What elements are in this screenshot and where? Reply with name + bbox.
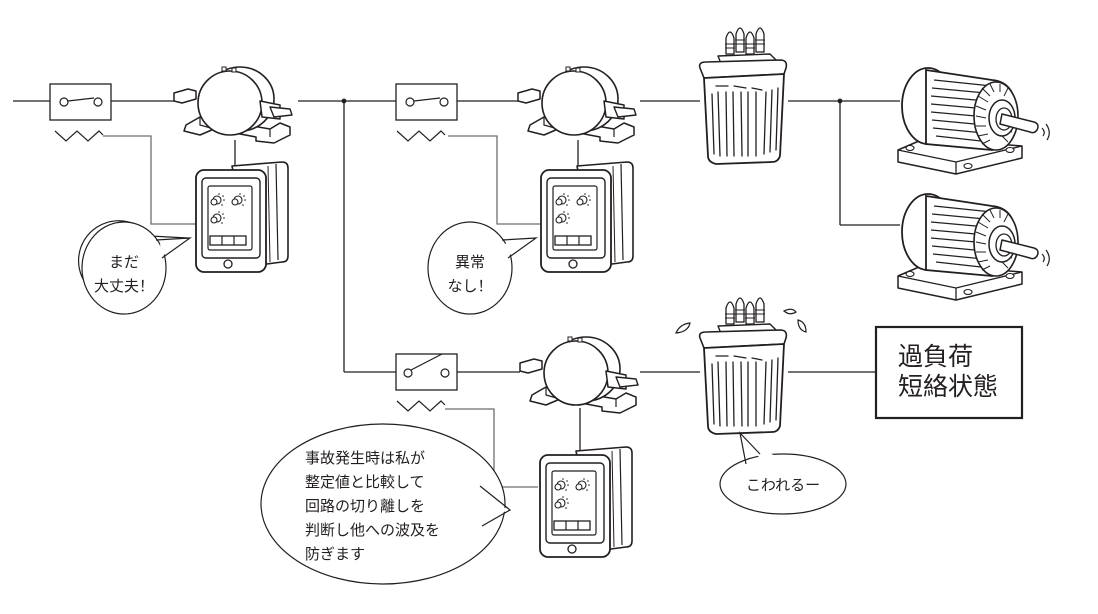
main-wiring (13, 98, 900, 452)
protective-relay-3 (539, 446, 633, 558)
junction-dot (837, 98, 843, 104)
bubble-text-line: 判断し他への波及を (305, 521, 440, 539)
bubble-text-line: 回路の切り離しを (305, 497, 425, 515)
trip-control-wiring (103, 135, 540, 488)
fault-status-line: 短絡状態 (898, 372, 998, 401)
speech-bubble-transformer-2: こわれるー (719, 431, 847, 515)
motor-2 (897, 193, 1051, 301)
bubble-text-line: まだ (109, 253, 139, 271)
bubble-text-line: 整定値と比較して (305, 473, 425, 491)
motor-1 (897, 67, 1051, 175)
current-transformer-1 (173, 66, 293, 144)
transformer-1 (698, 27, 788, 165)
bubble-text-line: 異常 (455, 253, 485, 271)
trip-coil-icon (396, 400, 446, 412)
circuit-breaker-2 (395, 83, 458, 121)
bubble-text-line: なし！ (447, 277, 492, 295)
speech-bubble-relay-3: 事故発生時は私が 整定値と比較して 回路の切り離しを 判断し他への波及を 防ぎま… (260, 423, 512, 585)
circuit-breaker-1 (49, 83, 112, 121)
bubble-text-line: 防ぎます (305, 545, 365, 563)
speech-bubble-relay-1: まだ 大丈夫！ (77, 220, 193, 315)
bubble-text-line: こわれるー (746, 476, 820, 494)
sweat-drops-icon (675, 308, 807, 334)
trip-coil-icon (54, 130, 104, 142)
speech-bubble-relay-2: 異常 なし！ (427, 221, 539, 315)
fault-status-box: 過負荷 短絡状態 (874, 325, 1024, 420)
fault-status-line: 過負荷 (898, 342, 973, 371)
circuit-breaker-3-open (395, 353, 458, 391)
junction-dot (341, 98, 347, 104)
trip-coil-icon (396, 130, 446, 142)
current-transformer-3 (519, 336, 639, 414)
transformer-2-overloaded (698, 297, 788, 435)
bubble-text-line: 事故発生時は私が (305, 449, 425, 467)
current-transformer-2 (517, 66, 637, 144)
protective-relay-2 (540, 161, 634, 273)
protective-relay-1 (195, 161, 289, 273)
bubble-text-line: 大丈夫！ (94, 277, 154, 295)
